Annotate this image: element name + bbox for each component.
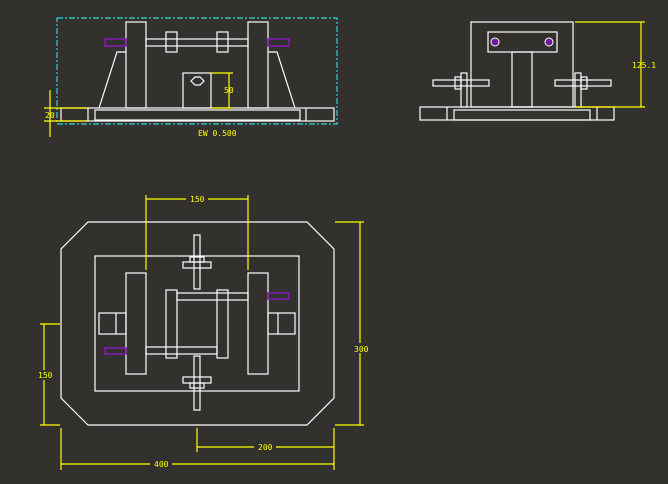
dim-half-width[interactable]: 200 [258,443,273,452]
top-collar-right [216,289,229,359]
top-collar-left [165,289,178,359]
side-base [419,106,615,121]
side-screw-right [554,79,612,87]
side-post [470,21,574,108]
top-view[interactable]: 150 300 150 200 400 [37,193,369,470]
top-rod-upper [176,292,249,301]
side-base-inner [453,109,591,121]
center-block [182,72,212,109]
bolt-head-icon [490,37,500,47]
top-bolt-left [104,347,127,355]
side-nut-left [460,72,468,108]
bolt-head-icon [544,37,554,47]
side-nut-right [574,72,582,108]
dim-half-depth[interactable]: 150 [38,371,53,380]
dim-gap [150,459,172,469]
washer [189,256,205,263]
dim-overall-width[interactable]: 400 [154,460,169,469]
top-block-right [267,312,296,335]
dim-overall-depth[interactable]: 300 [354,345,369,354]
top-right-post [247,272,269,375]
left-support [98,51,126,109]
hex-nut-icon [190,76,205,86]
dim-overall-height[interactable]: 125.1 [632,61,656,70]
collar-left [165,31,178,53]
side-view[interactable]: 125.1 [419,21,656,121]
side-washer [454,76,462,90]
bolt-right [267,38,290,47]
top-bolt-right [267,292,290,300]
top-inner-plate [94,255,300,392]
bolt-left [104,38,127,47]
left-post [125,21,147,109]
selection-box [56,17,338,125]
scale-label: EW 0.500 [198,129,237,138]
cross-rod [145,38,249,47]
dim-gap [186,193,208,203]
dim-block-height[interactable]: 50 [224,86,234,95]
top-left-post [125,272,147,375]
dim-base-height[interactable]: 20 [45,111,55,120]
right-support [268,51,296,109]
front-view[interactable]: 50 20 EW 0.500 [44,17,338,138]
top-nut-upper [182,261,212,269]
dim-gap [37,370,53,380]
top-rod-lower [145,346,218,355]
dim-gap [352,343,368,353]
dim-gap [254,442,276,452]
right-post [247,21,269,109]
top-nut-lower [182,376,212,384]
side-washer [580,76,588,90]
washer [189,382,205,389]
top-base-plate [60,221,335,426]
collar-right [216,31,229,53]
side-stem [511,51,533,108]
top-block-left [98,312,127,335]
dim-post-spacing[interactable]: 150 [190,195,205,204]
base-inner [94,109,301,121]
